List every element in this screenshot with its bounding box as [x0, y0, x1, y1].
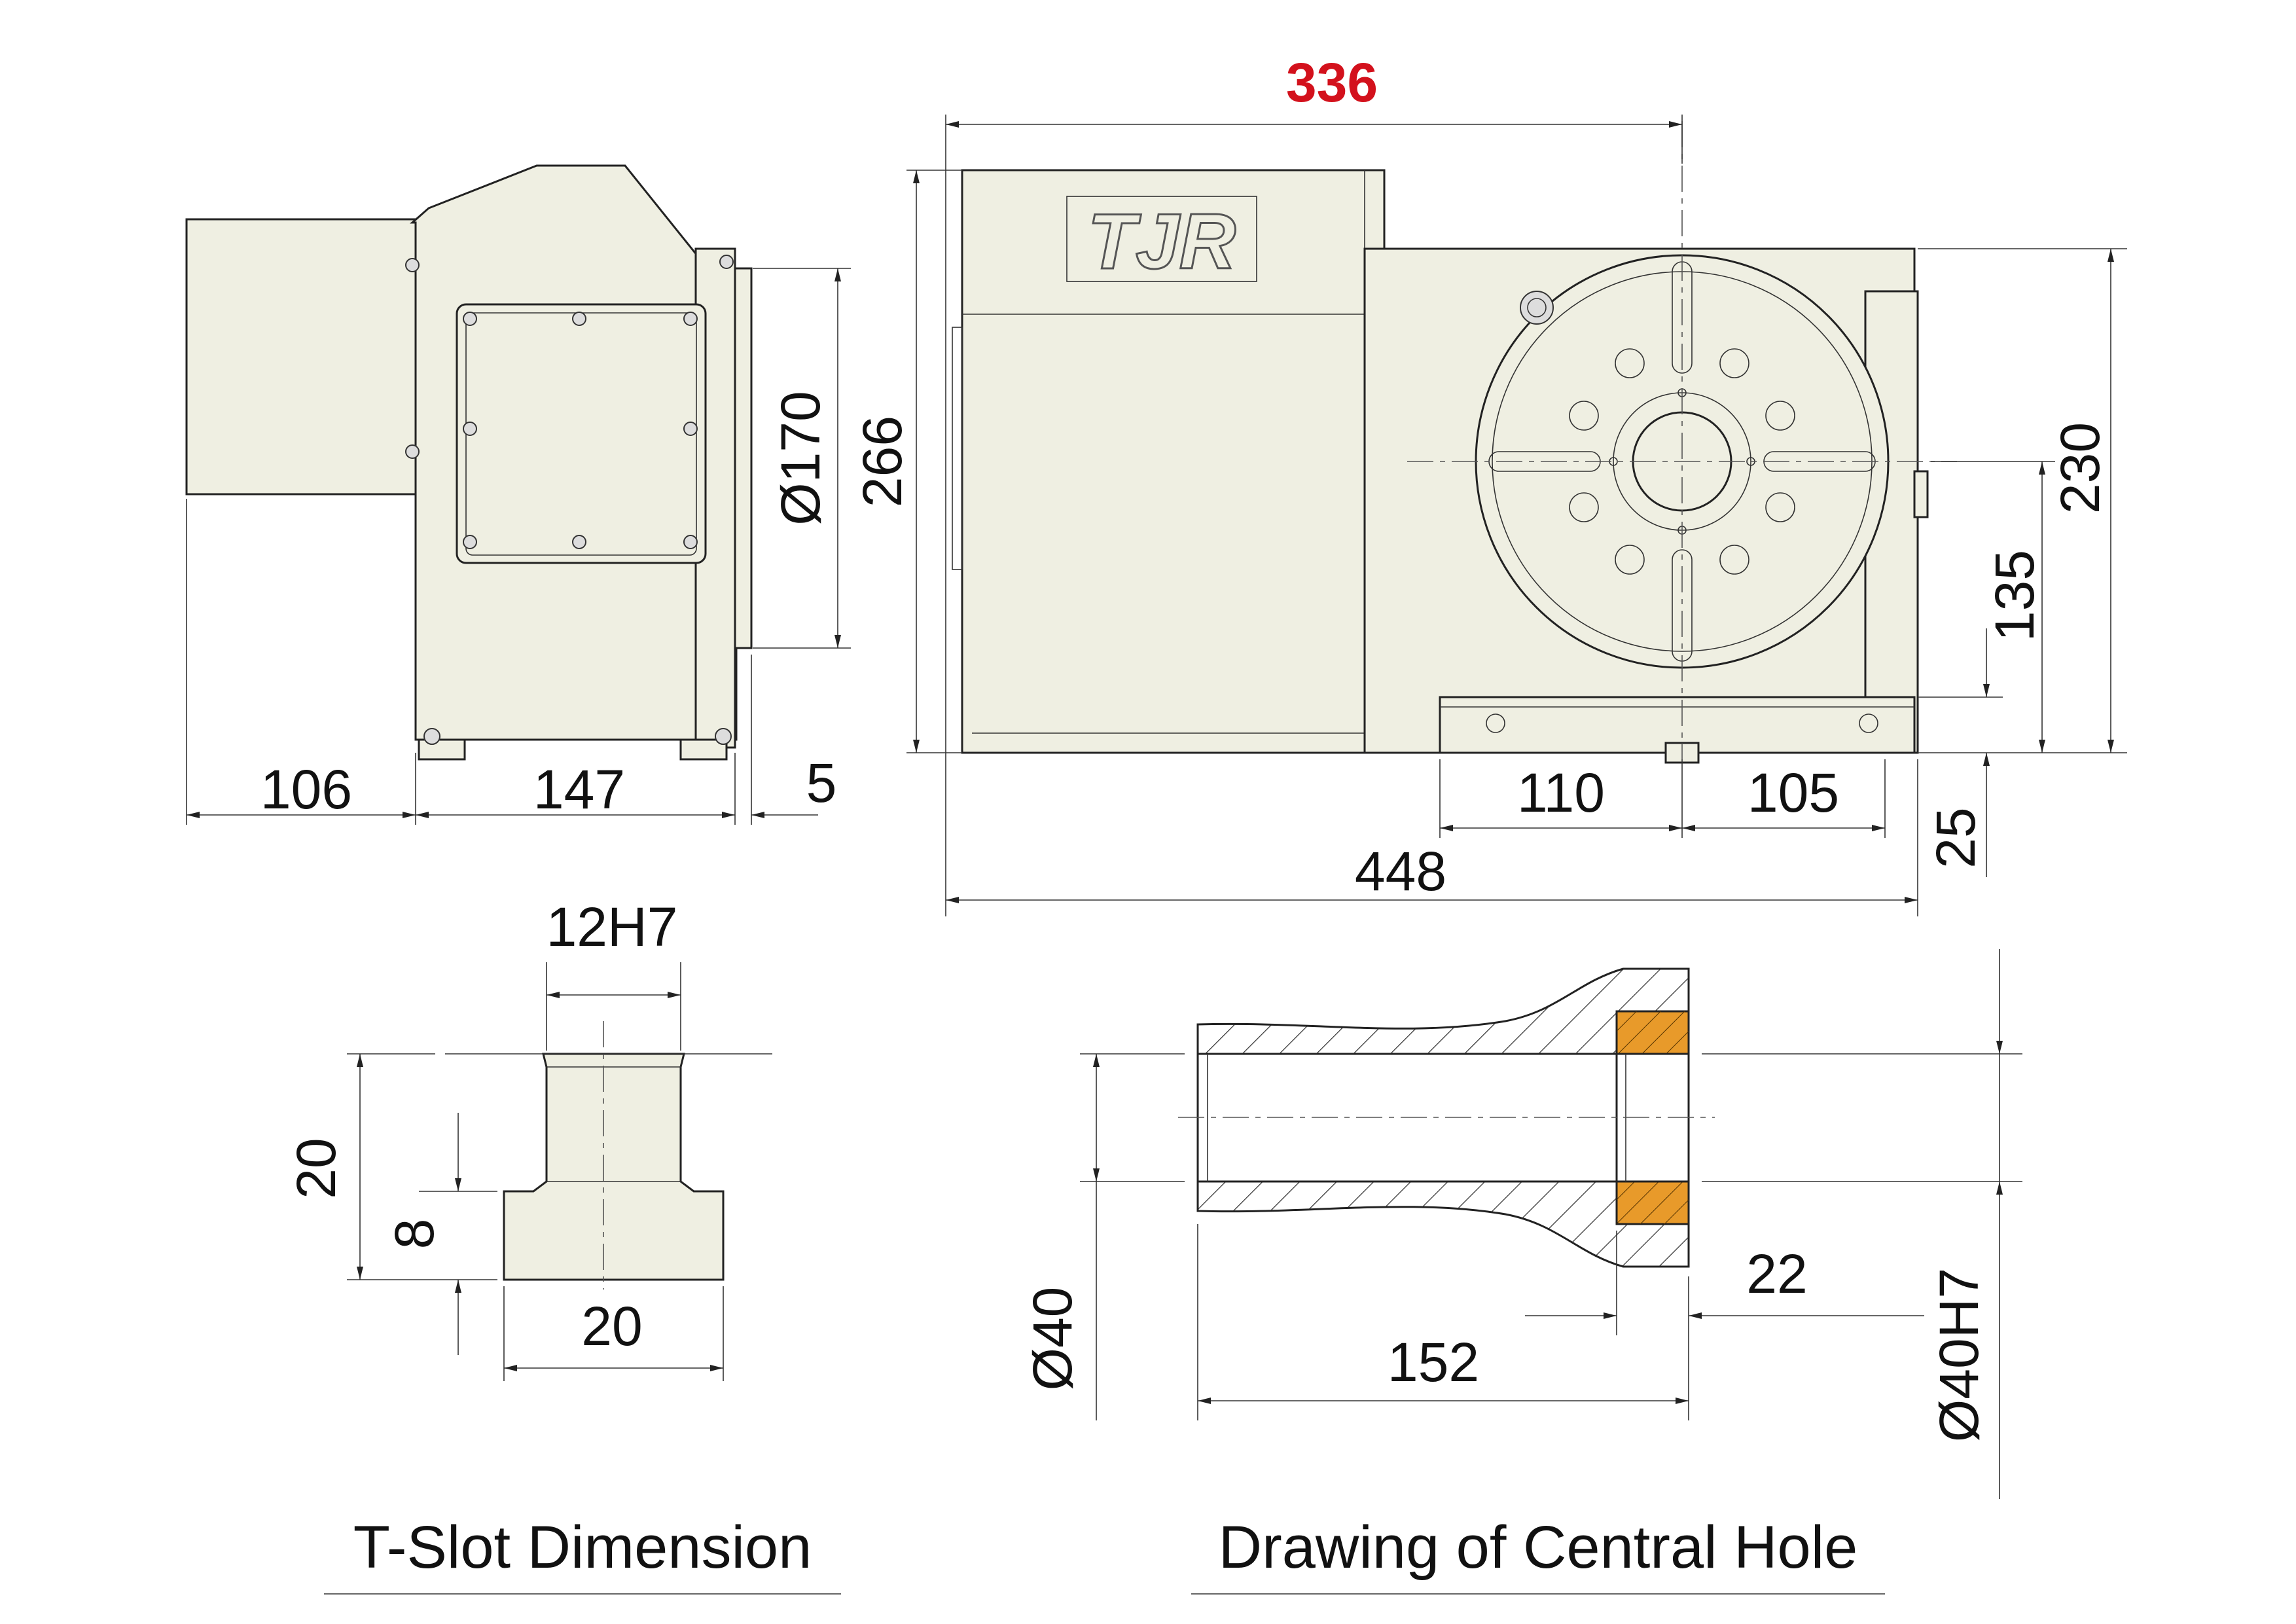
dim-table-height: 230 — [2049, 422, 2111, 514]
dim-side-diameter: Ø170 — [770, 391, 831, 526]
dim-left-span: 110 — [1517, 762, 1605, 823]
dim-bushing-length: 22 — [1746, 1243, 1807, 1305]
dim-base-offset: 25 — [1925, 807, 1986, 868]
dim-head-width: 20 — [581, 1295, 642, 1357]
front-motor-block — [961, 169, 1386, 754]
faceplate-bolt-holes — [1569, 348, 1795, 575]
tslot-detail: 12H7 20 8 20 T-Slot Dimension — [285, 896, 841, 1595]
dim-right-span: 105 — [1748, 762, 1839, 823]
bore-upper-wall — [1196, 967, 1690, 1055]
central-hole-detail: Ø40 152 22 Ø40H7 Drawing of Central Hole — [1022, 949, 2022, 1595]
dim-motor-length: 106 — [260, 759, 352, 820]
tjr-logo: TJR — [1066, 196, 1257, 287]
faceplate-knob — [1520, 291, 1554, 325]
motor-housing — [185, 218, 427, 496]
dim-height: 266 — [852, 416, 913, 507]
tslot-profile — [503, 1053, 725, 1281]
tjr-logo-text: TJR — [1088, 198, 1236, 285]
tslot-title: T-Slot Dimension — [353, 1514, 812, 1581]
cover-screws — [405, 255, 734, 745]
dim-slot-width: 12H7 — [547, 896, 678, 958]
dim-flange: 5 — [806, 752, 837, 814]
dim-fit: Ø40H7 — [1928, 1268, 1990, 1442]
front-view: TJR — [852, 52, 2127, 916]
dim-bore: Ø40 — [1022, 1287, 1083, 1391]
side-cover-plate — [456, 303, 707, 564]
side-foot-right — [679, 738, 728, 761]
side-foot-left — [418, 738, 466, 761]
table-side-lock — [1913, 470, 1929, 518]
dim-head-height: 8 — [384, 1219, 445, 1250]
dim-bore-length: 152 — [1388, 1331, 1479, 1393]
dim-overall-length: 448 — [1355, 840, 1446, 902]
bore-lower-wall — [1196, 1180, 1690, 1268]
central-hole-title: Drawing of Central Hole — [1219, 1514, 1858, 1581]
dim-center-height: 135 — [1984, 550, 2045, 641]
side-flange-plate — [734, 267, 753, 649]
side-view: 106 147 5 Ø170 — [185, 164, 851, 825]
dim-slot-depth: 20 — [285, 1138, 347, 1199]
dim-top-length: 336 — [1286, 52, 1378, 113]
dim-body-width: 147 — [533, 759, 625, 820]
